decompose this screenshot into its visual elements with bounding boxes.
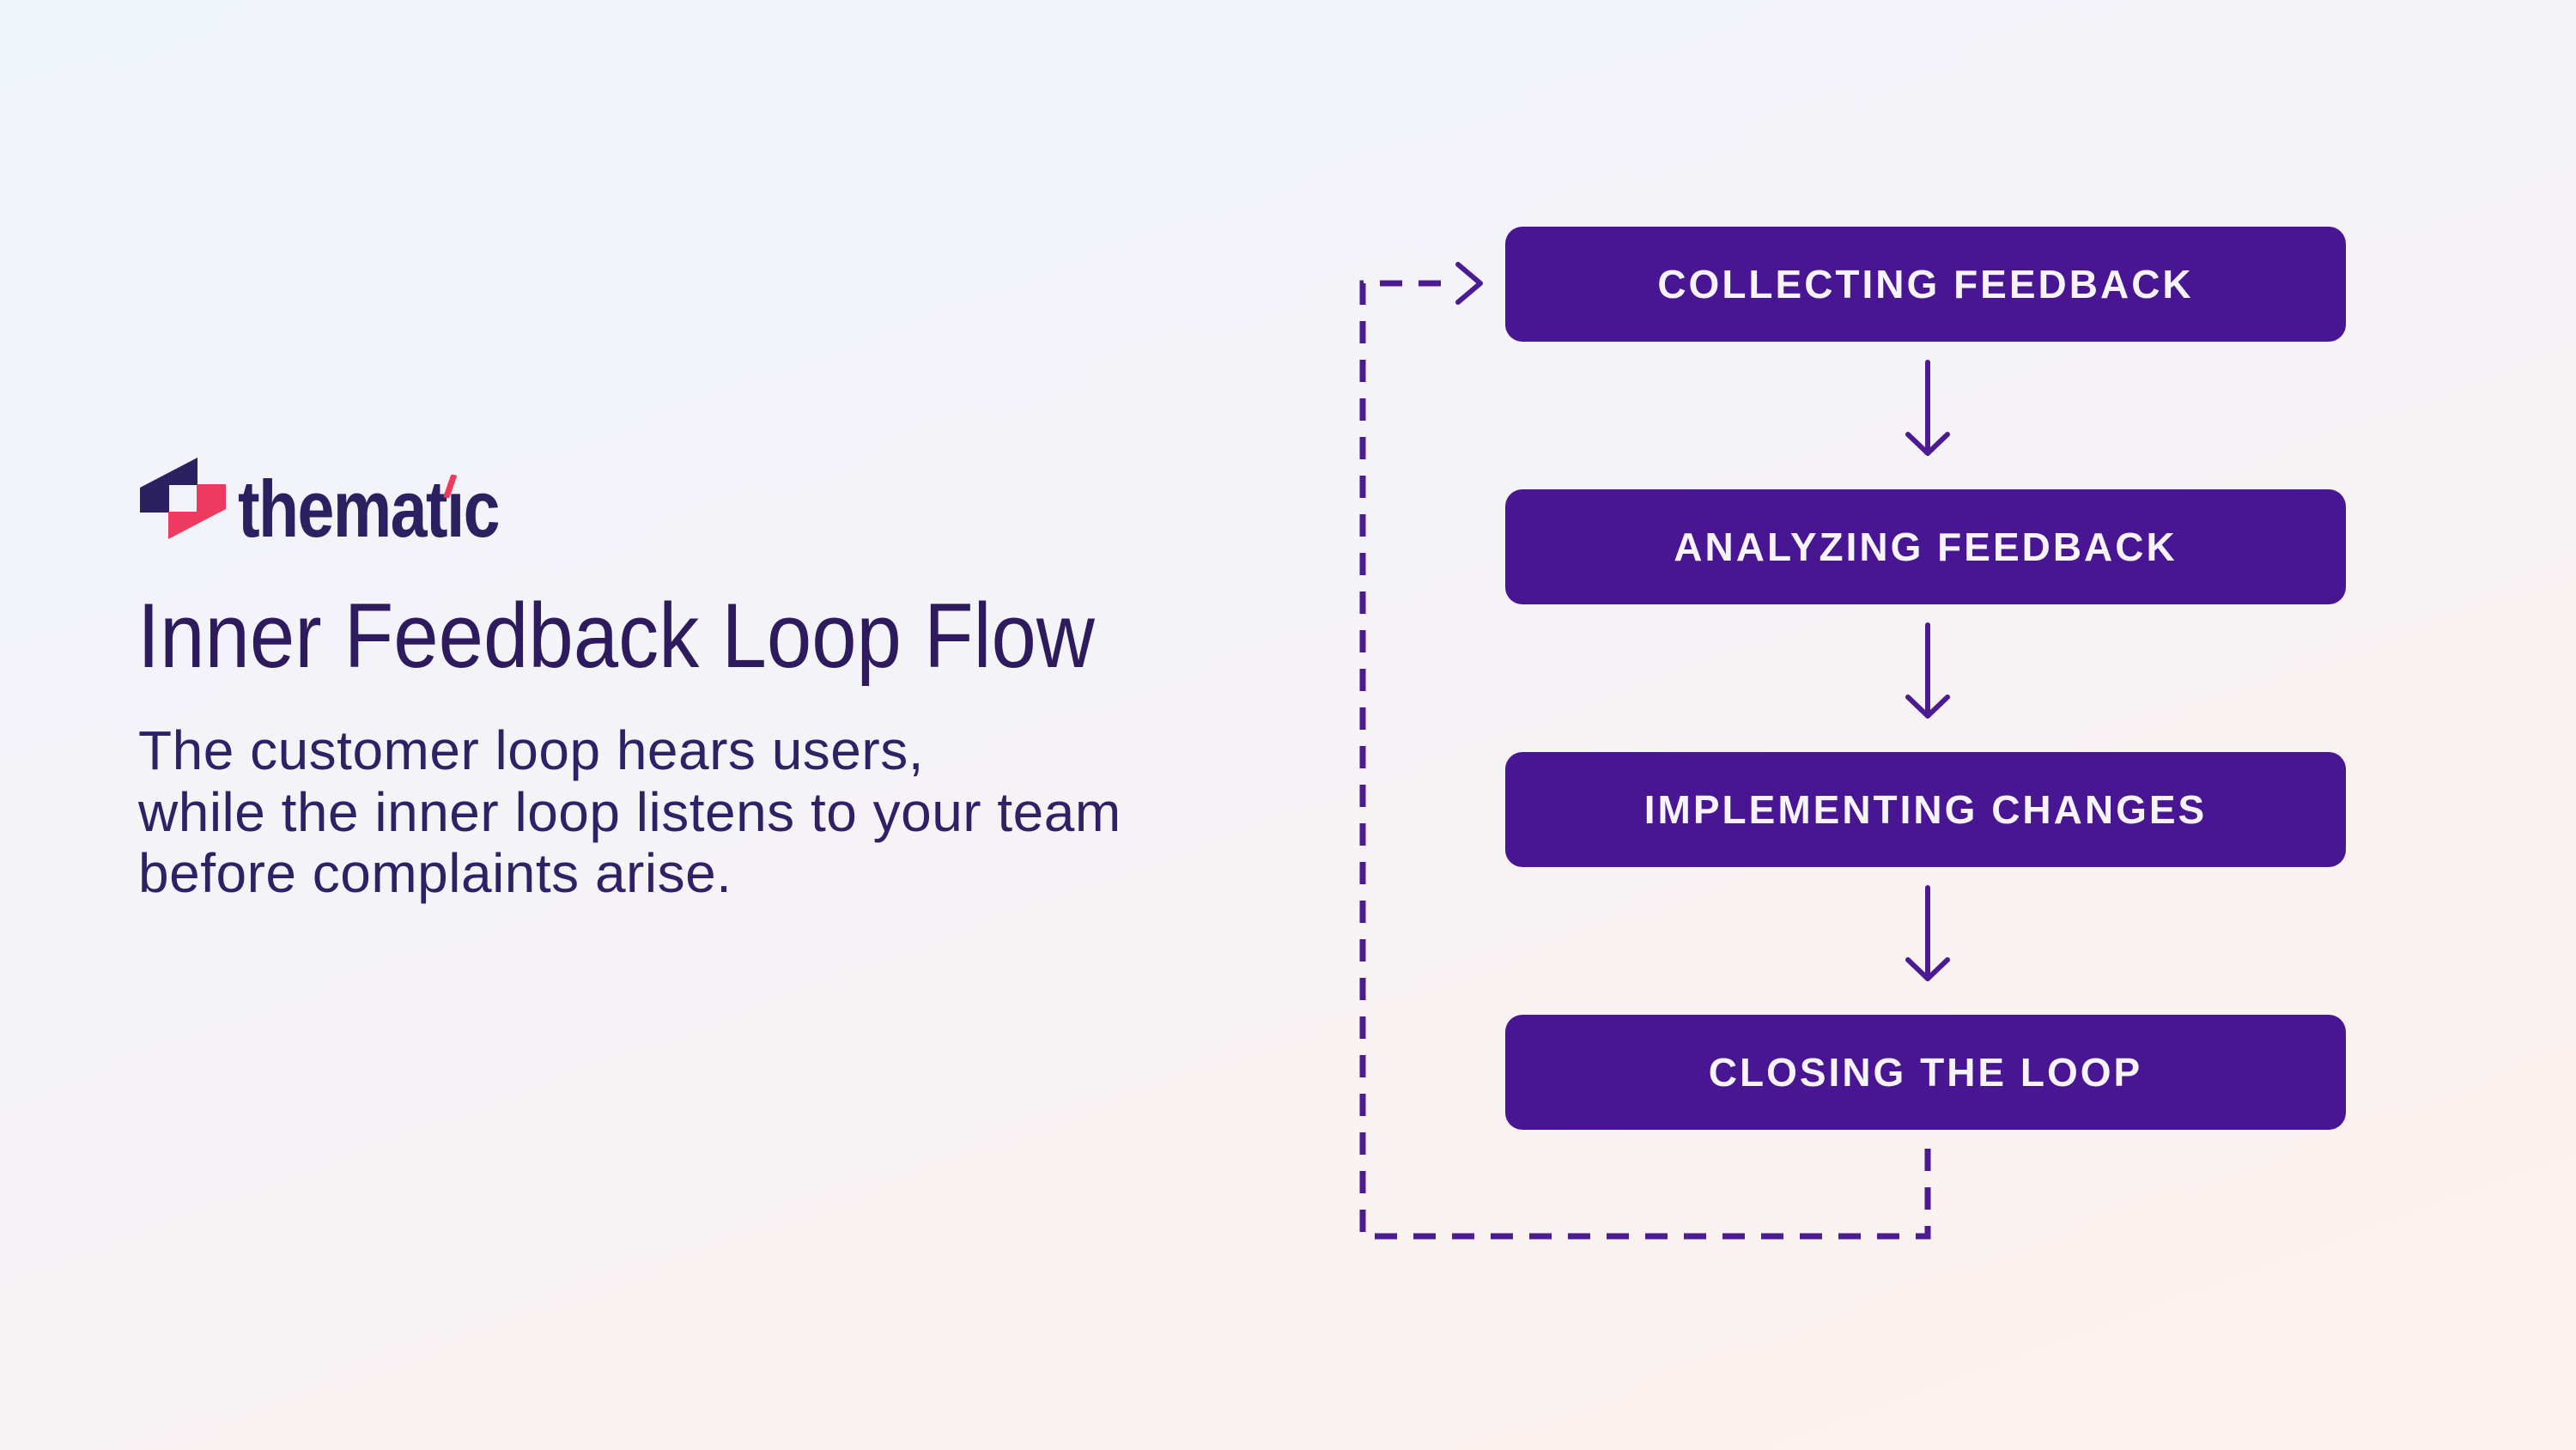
description-line: before complaints arise. [138, 842, 732, 904]
wordmark-part: themat [238, 464, 448, 554]
wordmark-part: c [463, 464, 501, 554]
flow-step-label: IMPLEMENTING CHANGES [1643, 787, 2208, 832]
down-arrow-icon [1905, 622, 1950, 719]
description-line: while the inner loop listens to your tea… [138, 780, 1121, 843]
down-arrow-icon [1905, 360, 1950, 456]
flow-step-label: CLOSING THE LOOP [1708, 1050, 2143, 1095]
flow-step-collecting-feedback: COLLECTING FEEDBACK [1505, 227, 2346, 342]
flow-step-closing-the-loop: CLOSING THE LOOP [1505, 1015, 2346, 1130]
description-line: The customer loop hears users, [138, 719, 924, 781]
wordmark-letter-i: ı [443, 469, 465, 549]
flow-step-label: ANALYZING FEEDBACK [1674, 525, 2178, 569]
down-arrow-icon [1905, 885, 1950, 981]
flow-step-implementing-changes: IMPLEMENTING CHANGES [1505, 752, 2346, 867]
loop-arrowhead-icon [1455, 262, 1483, 305]
thematic-logo-icon [140, 458, 226, 539]
flow-step-label: COLLECTING FEEDBACK [1657, 262, 2194, 306]
page-title: Inner Feedback Loop Flow [137, 584, 1095, 687]
flow-step-analyzing-feedback: ANALYZING FEEDBACK [1505, 489, 2346, 604]
page-description: The customer loop hears users, while the… [138, 719, 1121, 905]
